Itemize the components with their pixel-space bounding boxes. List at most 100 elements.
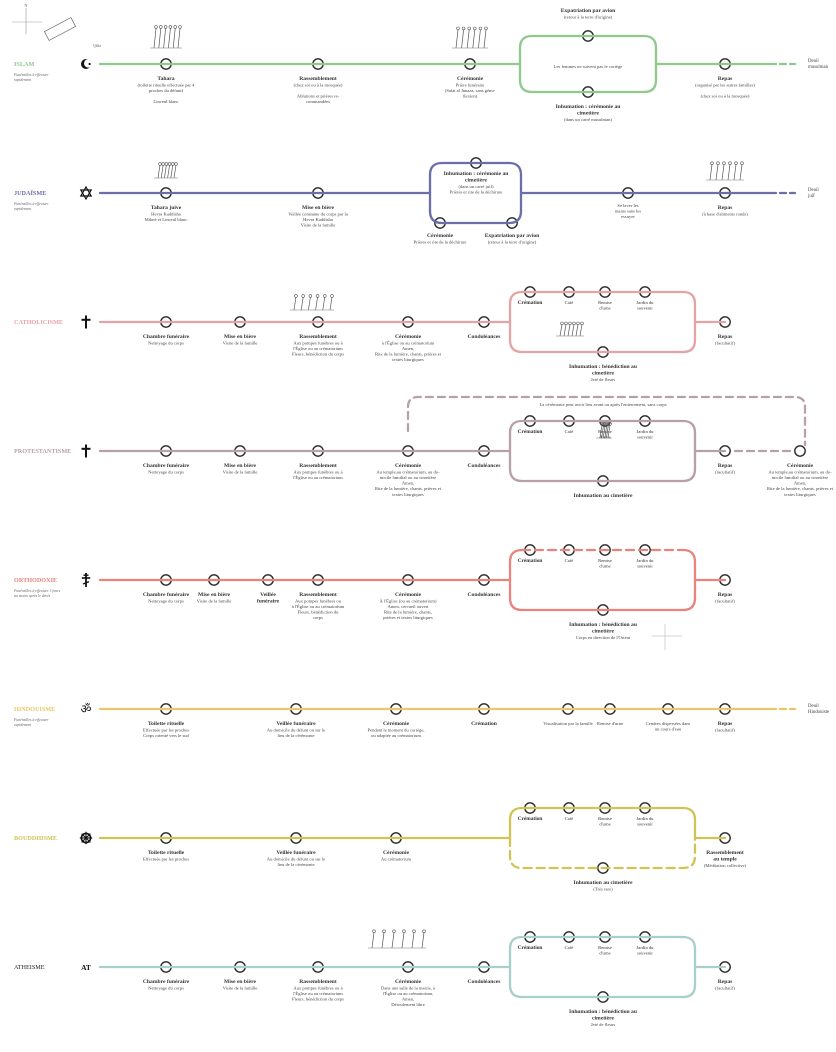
step-description: ou adaptée au crématorium: [371, 733, 421, 738]
step-title: Chambre funéraire: [143, 334, 190, 340]
step-description: (à base d'aliments ronds): [702, 211, 748, 216]
step-description: textes liturgiques: [784, 492, 816, 497]
cremation-step-title: Crémation: [518, 816, 543, 822]
branch-path: [507, 209, 523, 225]
step-description: Aux pompes funèbres ou: [295, 598, 342, 603]
end-label: Deuil: [808, 704, 819, 709]
compass-north: N: [25, 3, 28, 8]
step-title: Cérémonie: [395, 592, 422, 598]
step-description: à l'Église ou au crématorium: [382, 340, 435, 345]
step-title: Repas: [718, 979, 733, 985]
crescent-icon: [81, 59, 93, 69]
branch-path: [428, 209, 444, 225]
branch-path: [681, 935, 697, 951]
step-description: Miknè et Linceul blanc: [145, 217, 188, 222]
step-title: Mise en bière: [302, 205, 334, 211]
tahara-sketch: [154, 162, 178, 179]
step-title: Repas: [718, 721, 733, 727]
religion-note: rapidement: [14, 207, 32, 211]
step-description: Amen,: [402, 346, 414, 352]
cremation-branch: [508, 806, 697, 840]
religion-note: rapidement: [14, 723, 32, 727]
religion-name: JUDAÏSME: [14, 190, 46, 197]
cremation-step-title: Jardin du: [637, 558, 655, 563]
cremation-sketch: [596, 422, 612, 439]
step-description: Effectuée par les proches: [143, 727, 189, 732]
step-description: Cendres dispersées dans: [646, 721, 691, 726]
end-label: musulman: [808, 65, 829, 70]
step-title: Inhumation au cimetière: [574, 493, 633, 499]
branch-path: [508, 338, 524, 354]
step-description: Jeté de fleurs: [591, 1022, 615, 1027]
step-description: (Salat al Janaza, sans génu-: [445, 88, 496, 94]
step-description: flexion): [463, 94, 478, 99]
step-title: Expatriation par avion: [561, 8, 616, 14]
gathering-sketch: [290, 294, 334, 311]
branch-path: [681, 290, 697, 306]
cremation-step-title: Café: [565, 816, 574, 821]
step-description: Hevra Kaddisha: [151, 211, 181, 216]
step-title: cimetière: [592, 370, 614, 376]
step-title: funéraire: [257, 598, 280, 604]
step-description: Nettoyage du corps: [148, 340, 184, 345]
cremation-step-title: Remise: [598, 945, 612, 950]
step-description: Au domicile du défunt ou sur le: [267, 727, 325, 732]
cremation-step-title: Jardin du: [637, 429, 655, 434]
step-description: Rite de la lumière, chants, prières et: [375, 486, 442, 492]
step-title: Cérémonie: [427, 233, 454, 239]
step-description: Au domicile du défunt ou sur le: [267, 856, 325, 861]
step-description: Nettoyage du corps: [148, 469, 184, 474]
step-title: Inhumation au cimetière: [574, 880, 633, 886]
step-title: cimetière: [577, 110, 599, 116]
cremation-step-title: Jardin du: [637, 300, 655, 305]
step-title: Repas: [718, 334, 733, 340]
step-title: Condoléances: [468, 979, 502, 985]
ceremony-sketch: [368, 929, 426, 949]
step-title: Chambre funéraire: [143, 979, 190, 985]
optional-ceremony-path: [406, 395, 807, 447]
step-description: (dans un carré musulman): [564, 117, 612, 122]
religion-note: Funérailles à effectuer: [13, 718, 49, 722]
step-title: Mise en bière: [224, 979, 256, 985]
religion-note: rapidement: [14, 78, 32, 82]
step-description: Nettoyage du corps: [148, 985, 184, 990]
step-description: Fleurs, bénédiction du corps: [292, 997, 344, 1003]
cremation-step-title: Remise: [598, 429, 612, 434]
star-of-david-icon: [79, 185, 93, 201]
religion-note: au moins après le décès: [14, 594, 51, 598]
cross-icon: [81, 444, 91, 458]
end-label: Deuil: [808, 188, 819, 193]
branch-path: [518, 78, 534, 94]
burial-branch: [508, 836, 697, 870]
cremation-step-title: d'urne: [599, 564, 610, 569]
step-description: Fleurs, bénédiction du corps: [292, 352, 344, 358]
ceremony-sketch: [452, 26, 488, 49]
end-label: Deuil: [808, 59, 819, 64]
religion-name: PROTESTANTISME: [14, 448, 71, 455]
religion-name: HINDOUISME: [14, 706, 55, 713]
step-title: Repas: [718, 592, 733, 598]
cremation-step-title: Remise: [598, 816, 612, 821]
step-description: (Très rare): [593, 886, 613, 891]
compass-label: Qibla: [93, 44, 101, 48]
cremation-step-title: Remise: [598, 558, 612, 563]
step-description: Visualisation par la famille: [543, 721, 593, 726]
step-title: Mise en bière: [224, 463, 256, 469]
step-description: Hevra Kaddisha: [303, 217, 333, 222]
branch-path: [681, 548, 697, 564]
cremation-step-title: Café: [565, 429, 574, 434]
step-description: micile familial ou au cimetière: [380, 475, 436, 480]
step-title: Repas: [718, 463, 733, 469]
step-title: Rassemblement: [299, 76, 337, 82]
cremation-step-title: Café: [565, 945, 574, 950]
branch-path: [508, 548, 524, 564]
step-description: Veillée constante du corps par la: [288, 211, 348, 216]
step-title: Veillée: [260, 592, 276, 598]
step-description: Ablutions et prières re-: [297, 94, 340, 99]
branch-path: [681, 338, 697, 354]
step-title: Tahara: [157, 76, 174, 82]
step-title: Veillée funéraire: [276, 850, 316, 856]
